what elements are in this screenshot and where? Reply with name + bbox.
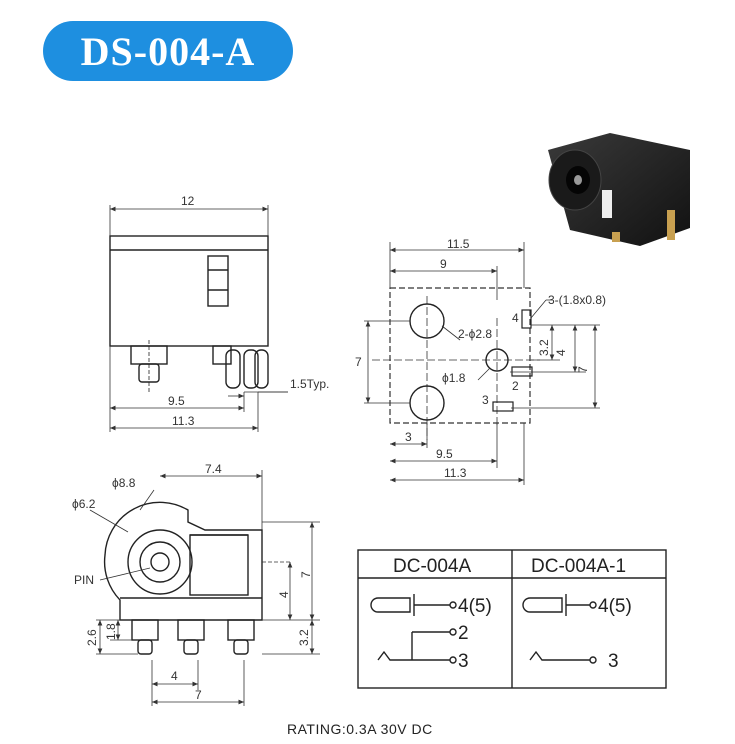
table-pin3-col1: 3 [458, 651, 469, 672]
schematic-col2 [522, 594, 597, 664]
table-pin45-col2: 4(5) [598, 596, 632, 617]
side-dim-7: 7 [299, 571, 313, 578]
fp-dim-3: 3 [405, 430, 412, 444]
front-view-dims [109, 205, 288, 432]
fp-pin2: 2 [512, 379, 519, 393]
side-pin-label: PIN [74, 573, 94, 587]
side-dim-7b: 7 [195, 688, 202, 702]
side-view-dims [89, 470, 320, 706]
side-dim-32: 3.2 [297, 629, 311, 646]
fp-dim-113: 11.3 [444, 466, 467, 480]
side-phi88: ϕ8.8 [112, 476, 136, 490]
fp-slot-label: 3-(1.8x0.8) [548, 293, 606, 307]
footprint-dims [364, 242, 600, 485]
side-dim-26: 2.6 [85, 629, 99, 646]
side-dim-74: 7.4 [205, 462, 222, 476]
front-dim-95: 9.5 [168, 394, 185, 408]
fp-dim-7-right: 7 [576, 366, 590, 373]
table-pin45-col1: 4(5) [458, 596, 492, 617]
fp-pin3: 3 [482, 393, 489, 407]
fp-dim-115: 11.5 [447, 237, 470, 251]
fp-pin4: 4 [512, 311, 519, 325]
side-dim-18: 1.8 [104, 623, 118, 640]
part-number-title: DS-004-A [80, 28, 256, 74]
product-photo [548, 133, 690, 246]
table-col1-header: DC-004A [393, 556, 471, 577]
fp-dim-95: 9.5 [436, 447, 453, 461]
table-pin3-col2: 3 [608, 651, 619, 672]
fp-dim-32: 3.2 [537, 339, 551, 356]
table-pin2: 2 [458, 623, 469, 644]
side-view [103, 501, 263, 655]
fp-dim-9: 9 [440, 257, 447, 271]
table-col2-header: DC-004A-1 [531, 556, 626, 577]
front-typ-label: 1.5Typ. [290, 377, 329, 391]
side-phi62: ϕ6.2 [72, 497, 96, 511]
front-view [109, 235, 269, 392]
front-dim-113: 11.3 [172, 414, 195, 428]
fp-dim-7: 7 [355, 355, 362, 369]
fp-dim-4: 4 [554, 349, 568, 356]
rating-text: RATING:0.3A 30V DC [287, 721, 433, 737]
side-dim-4b: 4 [171, 669, 178, 683]
front-width-label: 12 [181, 194, 195, 208]
title-badge: DS-004-A [43, 21, 293, 81]
side-dim-4: 4 [277, 591, 291, 598]
pin-table [357, 549, 667, 689]
schematic-col1 [370, 594, 457, 664]
fp-phi18-label: ϕ1.8 [442, 371, 466, 385]
fp-hole-label: 2-ϕ2.8 [458, 327, 492, 341]
